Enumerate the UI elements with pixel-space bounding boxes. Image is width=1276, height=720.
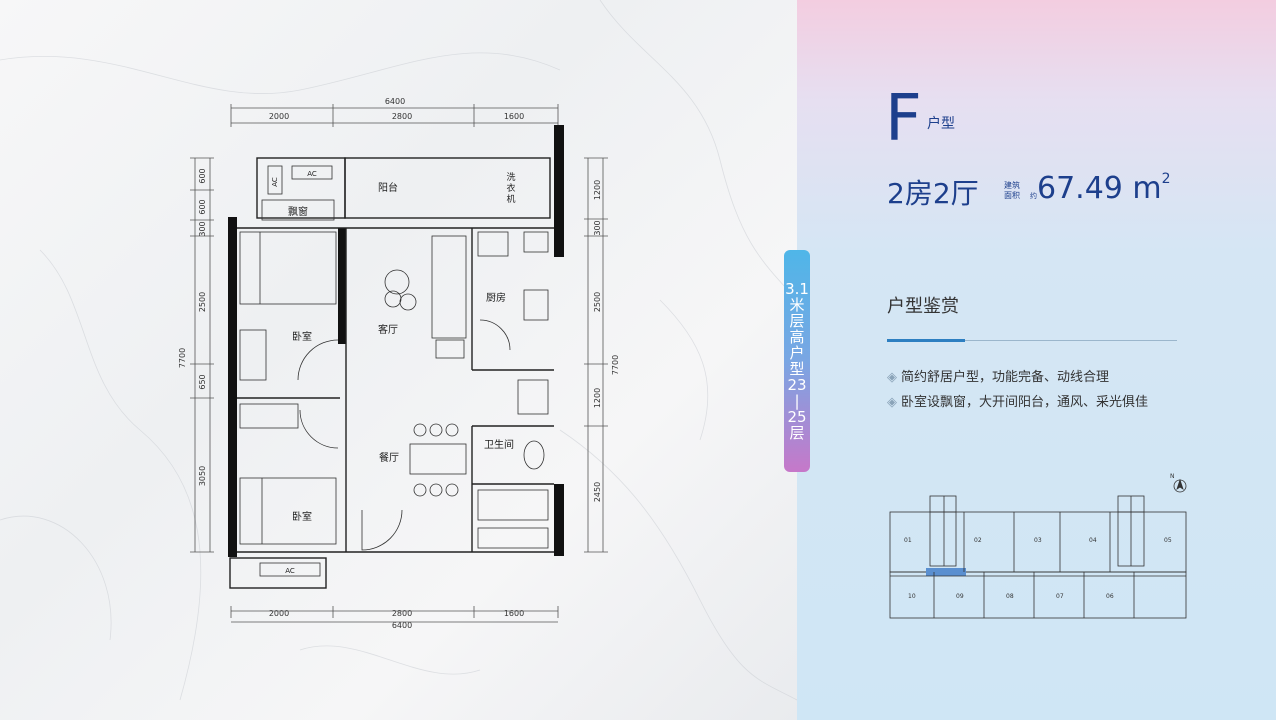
dim-top-2: 2800 [392, 112, 412, 121]
dim-right-1: 1200 [593, 180, 602, 200]
marble-texture [0, 0, 797, 701]
dim-top-3: 1600 [504, 112, 524, 121]
dim-left-total: 7700 [178, 348, 187, 368]
dim-bottom-total: 6400 [392, 621, 412, 630]
unit-02: 02 [974, 537, 982, 544]
unit-06: 06 [1106, 593, 1114, 600]
floor-plan: 6400 2000 2800 1600 2000 2800 1600 6400 [178, 97, 620, 630]
core-left [929, 495, 957, 567]
unit-09: 09 [956, 593, 964, 600]
room-ac-bottom: AC [285, 567, 295, 575]
room-dining: 餐厅 [379, 451, 399, 464]
diamond-icon: ◈ [887, 370, 897, 385]
unit-letter: F [885, 82, 922, 156]
compass-arrow-icon [1176, 478, 1184, 490]
dim-right-3: 2500 [593, 292, 602, 312]
unit-01: 01 [904, 537, 912, 544]
area-label-about: 约 [1030, 192, 1037, 200]
dim-right-4: 1200 [593, 388, 602, 408]
dim-left-4: 2500 [198, 292, 207, 312]
floor-height-stripe: 3.1 米 层 高 户 型 23 | 25 层 [784, 250, 810, 472]
feature-2-text: 卧室设飘窗，大开间阳台，通风、采光俱佳 [901, 395, 1149, 410]
area-label-line1: 建筑 [1004, 181, 1020, 190]
feature-1-text: 简约舒居户型，功能完备、动线合理 [901, 370, 1110, 385]
room-bathroom: 卫生间 [484, 438, 514, 451]
compass-label: N [1170, 473, 1175, 480]
unit-08: 08 [1006, 593, 1014, 600]
room-washer-3: 机 [506, 193, 515, 205]
section-rule-accent [887, 339, 965, 342]
stripe-line-3: 层 [789, 312, 805, 330]
unit-suffix: 户型 [927, 116, 955, 132]
room-bay-window: 飘窗 [288, 205, 308, 218]
area-unit-sup: 2 [1161, 171, 1171, 187]
feature-1: ◈ 简约舒居户型，功能完备、动线合理 [887, 366, 1109, 385]
dim-left-3: 300 [198, 221, 207, 236]
dim-right-5: 2450 [593, 482, 602, 502]
stripe-line-2: 米 [789, 296, 805, 314]
room-washer-2: 衣 [506, 182, 515, 194]
dim-left-2: 600 [198, 199, 207, 214]
stripe-line-5: 户 [789, 344, 805, 362]
room-living: 客厅 [378, 323, 398, 336]
dim-right-2: 300 [593, 220, 602, 235]
room-bedroom-2: 卧室 [292, 510, 312, 523]
right-panel [797, 0, 1276, 720]
stripe-line-7: 23 [787, 376, 807, 394]
stripe-line-4: 高 [789, 328, 805, 346]
unit-10: 10 [908, 593, 916, 600]
section-title: 户型鉴赏 [887, 296, 959, 317]
dim-left-6: 3050 [198, 466, 207, 486]
stripe-line-9: 25 [787, 408, 807, 426]
feature-2: ◈ 卧室设飘窗，大开间阳台，通风、采光俱佳 [887, 391, 1148, 410]
unit-03: 03 [1034, 537, 1042, 544]
dim-top-total: 6400 [385, 97, 405, 106]
diamond-icon: ◈ [887, 395, 897, 410]
area-label: 建筑 面积 约 [1004, 181, 1037, 201]
dim-bottom-2: 2800 [392, 609, 412, 618]
area-label-line2: 面积 [1004, 191, 1020, 200]
dim-left-1: 600 [198, 168, 207, 183]
room-kitchen: 厨房 [486, 291, 506, 304]
building-key-plan: N 01 02 03 04 05 10 09 08 07 06 [889, 473, 1187, 619]
stripe-line-8: | [794, 392, 800, 410]
stripe-line-6: 型 [789, 360, 805, 378]
room-washer-1: 洗 [506, 171, 515, 183]
dim-bottom-3: 1600 [504, 609, 524, 618]
left-panel: 6400 2000 2800 1600 2000 2800 1600 6400 [0, 0, 797, 720]
stripe-line-10: 层 [789, 424, 805, 442]
room-bedroom-1: 卧室 [292, 330, 312, 343]
section-rule [887, 340, 1177, 341]
room-ac-top: AC [307, 170, 317, 178]
unit-07: 07 [1056, 593, 1064, 600]
area-number: 67.49 m [1037, 171, 1162, 206]
dim-right-total: 7700 [611, 355, 620, 375]
area-value: 67.49 m2 [1037, 171, 1171, 206]
room-balcony: 阳台 [378, 181, 398, 194]
stripe-line-1: 3.1 [785, 280, 809, 298]
dim-bottom-1: 2000 [269, 609, 289, 618]
room-count: 2房2厅 [887, 177, 979, 210]
unit-04: 04 [1089, 537, 1097, 544]
room-ac-side: AC [271, 177, 279, 187]
dim-left-5: 650 [198, 374, 207, 389]
dim-top-1: 2000 [269, 112, 289, 121]
unit-05: 05 [1164, 537, 1172, 544]
